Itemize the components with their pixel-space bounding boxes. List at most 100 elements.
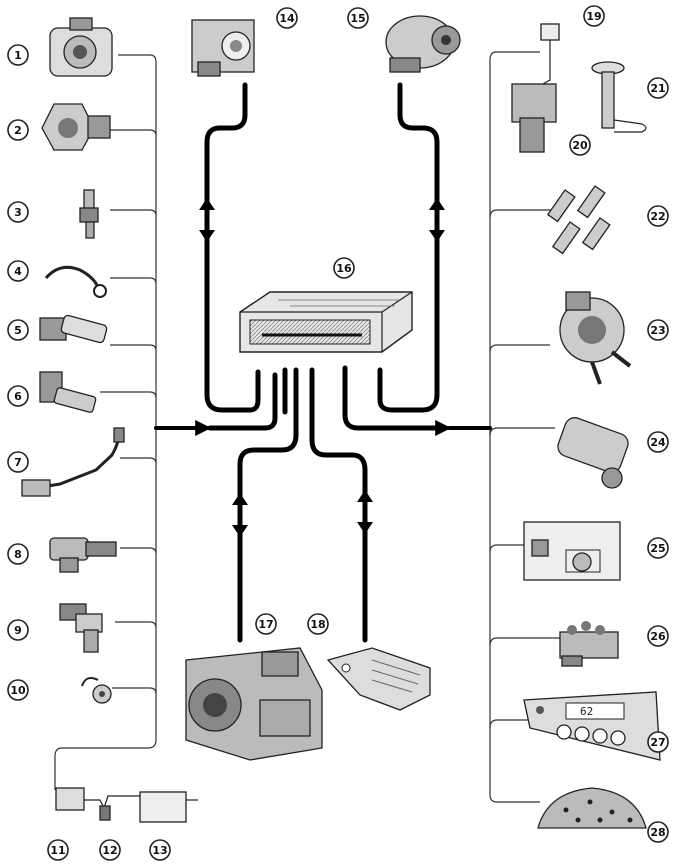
callout-27: 27 (647, 731, 669, 753)
callout-number: 4 (14, 265, 22, 278)
callout-circle (276, 7, 298, 29)
callout-number: 11 (50, 844, 65, 857)
dashboard-27: 62 (523, 691, 661, 761)
cover-28 (537, 787, 647, 829)
valve-body-18 (326, 647, 431, 711)
callout-number: 24 (650, 436, 666, 449)
starter-24 (557, 417, 629, 489)
callout-25: 25 (647, 537, 669, 559)
bidirectional-arrows (199, 198, 445, 537)
callout-circle (7, 44, 29, 66)
sensor-3 (79, 189, 99, 239)
callout-5: 5 (7, 319, 29, 341)
callout-circle (647, 625, 669, 647)
callout-24: 24 (647, 431, 669, 453)
callout-circle (583, 5, 605, 27)
callout-circle (149, 839, 171, 861)
callout-28: 28 (647, 821, 669, 843)
callout-circle (569, 134, 591, 156)
ecu-control-unit (239, 291, 413, 353)
callout-circle (7, 451, 29, 473)
callout-number: 3 (14, 206, 22, 219)
callout-number: 14 (279, 12, 295, 25)
callout-number: 9 (14, 624, 22, 637)
dashboard-display: 62 (580, 705, 593, 718)
callout-12: 12 (99, 839, 121, 861)
distributor-23 (559, 291, 632, 385)
callout-number: 17 (258, 618, 273, 631)
callout-6: 6 (7, 385, 29, 407)
callout-number: 6 (14, 390, 22, 403)
callout-number: 5 (14, 324, 22, 337)
sensor-7-oxygen (21, 427, 125, 497)
callout-1: 1 (7, 44, 29, 66)
callout-circle (333, 257, 355, 279)
sensor-6 (39, 371, 97, 413)
callout-number: 25 (650, 542, 665, 555)
callout-circle (307, 613, 329, 635)
callout-17: 17 (255, 613, 277, 635)
callout-number: 23 (650, 324, 665, 337)
callout-16: 16 (333, 257, 355, 279)
sensor-leads-left (54, 54, 157, 790)
main-harness (154, 82, 492, 643)
callout-22: 22 (647, 205, 669, 227)
callout-number: 28 (650, 826, 665, 839)
callout-number: 20 (572, 139, 588, 152)
callout-number: 1 (14, 49, 22, 62)
callout-3: 3 (7, 201, 29, 223)
callout-number: 18 (310, 618, 325, 631)
callout-number: 10 (10, 684, 26, 697)
callout-number: 12 (102, 844, 117, 857)
callout-10: 10 (7, 679, 29, 701)
callout-23: 23 (647, 319, 669, 341)
transmission-17 (185, 647, 323, 761)
callout-circle (7, 679, 29, 701)
callout-number: 16 (336, 262, 352, 275)
alternator-15 (385, 15, 461, 73)
callout-number: 22 (650, 210, 665, 223)
callout-circle (647, 731, 669, 753)
relay-11-12-13 (55, 787, 198, 823)
callout-circle (7, 619, 29, 641)
callout-26: 26 (647, 625, 669, 647)
callout-circle (7, 260, 29, 282)
callout-circle (7, 543, 29, 565)
callout-number: 7 (14, 456, 22, 469)
callout-circle (647, 431, 669, 453)
callout-circle (99, 839, 121, 861)
sensor-5 (39, 314, 108, 344)
callout-circle (347, 7, 369, 29)
callout-circle (7, 119, 29, 141)
callout-2: 2 (7, 119, 29, 141)
callout-20: 20 (569, 134, 591, 156)
callout-number: 13 (152, 844, 167, 857)
callout-13: 13 (149, 839, 171, 861)
callout-15: 15 (347, 7, 369, 29)
callout-8: 8 (7, 543, 29, 565)
panel-25 (523, 521, 621, 581)
callout-number: 15 (350, 12, 365, 25)
sensor-8 (49, 537, 117, 573)
callout-18: 18 (307, 613, 329, 635)
callout-number: 21 (650, 82, 665, 95)
callout-number: 2 (14, 124, 22, 137)
callout-19: 19 (583, 5, 605, 27)
callout-number: 19 (586, 10, 601, 23)
module-14 (191, 19, 255, 77)
sensor-9 (59, 603, 103, 653)
callout-9: 9 (7, 619, 29, 641)
callout-circle (647, 319, 669, 341)
callout-4: 4 (7, 260, 29, 282)
callout-circle (647, 821, 669, 843)
callout-circle (7, 201, 29, 223)
sensor-10 (81, 677, 112, 704)
callout-circle (647, 537, 669, 559)
injectors-22 (546, 185, 611, 255)
sensor-2 (41, 103, 111, 151)
callout-circle (647, 205, 669, 227)
callout-circle (7, 319, 29, 341)
actuator-leads-right (489, 51, 560, 803)
